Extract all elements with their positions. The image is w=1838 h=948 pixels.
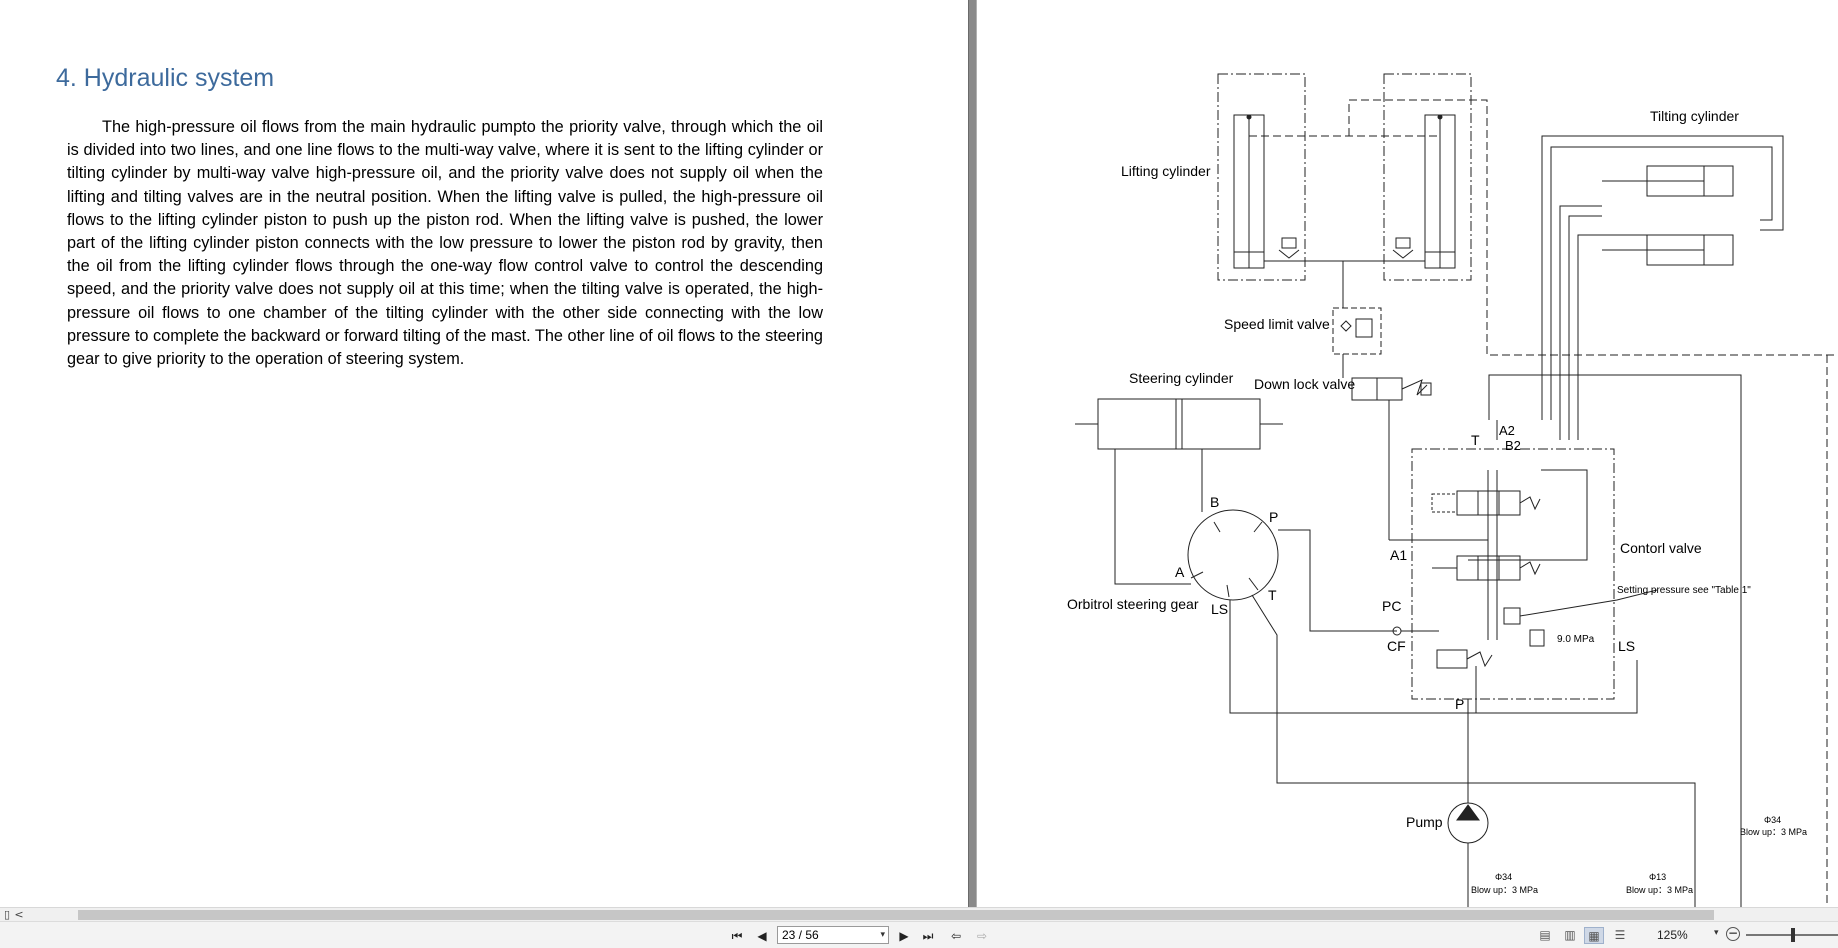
svg-text:LS: LS [1618,638,1635,654]
body-paragraph: The high-pressure oil flows from the mai… [67,116,823,371]
label-down-lock-valve: Down lock valve [1254,376,1355,392]
svg-text:PC: PC [1382,598,1401,614]
check-valve-right [1395,237,1411,249]
label-speed-limit-valve: Speed limit valve [1224,316,1330,332]
horizontal-scrollbar[interactable]: ▯ < [0,907,1838,922]
page-divider [968,0,977,907]
svg-text:Blow up：3 MPa: Blow up：3 MPa [1471,885,1538,895]
next-page-icon[interactable]: ▶ [899,929,909,943]
zoom-out-icon[interactable]: − [1726,926,1740,941]
svg-text:A2: A2 [1499,423,1515,438]
svg-text:P: P [1269,509,1278,525]
orbitrol-steering-gear [1187,509,1279,601]
label-control-valve: Contorl valve [1620,540,1702,556]
paragraph-text: The high-pressure oil flows from the mai… [67,118,823,369]
lifting-cylinder-left-frame [1217,73,1306,281]
steering-cylinder [1097,398,1261,450]
zoom-slider-handle[interactable] [1791,928,1795,942]
status-bar: ⏮ ◀ 23 / 56 ▾ ▶ ⏭ ⇦ ⇨ ▤ ▥ ▦ ☰ 125% ▾ − [0,921,1838,948]
right-page: Lifting cylinder Speed limit valve Down … [977,0,1838,907]
priority-valve [1436,649,1468,669]
svg-text:B2: B2 [1505,438,1521,453]
svg-text:LS: LS [1211,601,1228,617]
label-tilting-cylinder: Tilting cylinder [1650,108,1739,124]
pump [1447,802,1489,844]
scrollbar-corner-icon: ▯ [3,908,11,921]
svg-text:CF: CF [1387,638,1406,654]
speed-limit-valve-frame [1332,307,1382,355]
label-steering-cylinder: Steering cylinder [1129,370,1234,386]
last-page-icon[interactable]: ⏭ [922,929,934,943]
svg-text:Φ34: Φ34 [1764,815,1781,825]
svg-text:9.0 MPa: 9.0 MPa [1557,634,1595,645]
two-page-continuous-view-icon[interactable]: ☰ [1614,928,1626,942]
continuous-view-icon[interactable]: ▥ [1564,928,1576,942]
svg-text:Φ34: Φ34 [1495,872,1512,882]
check-valve-left [1281,237,1297,249]
svg-text:T: T [1268,587,1277,603]
svg-text:Blow up：3 MPa: Blow up：3 MPa [1626,885,1693,895]
single-page-view-icon[interactable]: ▤ [1539,928,1551,942]
control-valve-frame [1411,448,1615,700]
page-number-input[interactable]: 23 / 56 ▾ [777,926,889,944]
page-indicator: 23 / 56 [782,928,819,942]
label-orbitrol: Orbitrol steering gear [1067,596,1199,612]
svg-text:A1: A1 [1390,547,1407,563]
svg-text:P: P [1455,696,1464,712]
svg-text:Φ13: Φ13 [1649,872,1666,882]
scrollbar-thumb[interactable] [78,910,1714,920]
two-page-view-icon[interactable]: ▦ [1584,927,1604,944]
hydraulic-diagram: Lifting cylinder Speed limit valve Down … [1067,73,1838,907]
lifting-cylinder-right-frame [1383,73,1472,281]
svg-text:B: B [1210,494,1219,510]
scroll-left-button[interactable]: < [14,908,24,921]
label-setting-pressure: Setting pressure see "Table 1" [1617,585,1751,596]
label-lifting-cylinder: Lifting cylinder [1121,163,1211,179]
label-pump: Pump [1406,814,1443,830]
go-forward-icon[interactable]: ⇨ [976,929,988,943]
prev-page-icon[interactable]: ◀ [757,929,767,943]
svg-text:A: A [1175,564,1185,580]
zoom-level[interactable]: 125% [1657,928,1688,942]
go-back-icon[interactable]: ⇦ [950,929,962,943]
svg-text:Blow up：3 MPa: Blow up：3 MPa [1740,827,1807,837]
zoom-dropdown-icon[interactable]: ▾ [1714,928,1719,938]
section-heading: 4. Hydraulic system [56,64,275,92]
page-dropdown-icon[interactable]: ▾ [880,930,885,940]
svg-text:T: T [1471,432,1480,448]
left-page: 4. Hydraulic system The high-pressure oi… [56,64,823,371]
first-page-icon[interactable]: ⏮ [731,929,743,943]
